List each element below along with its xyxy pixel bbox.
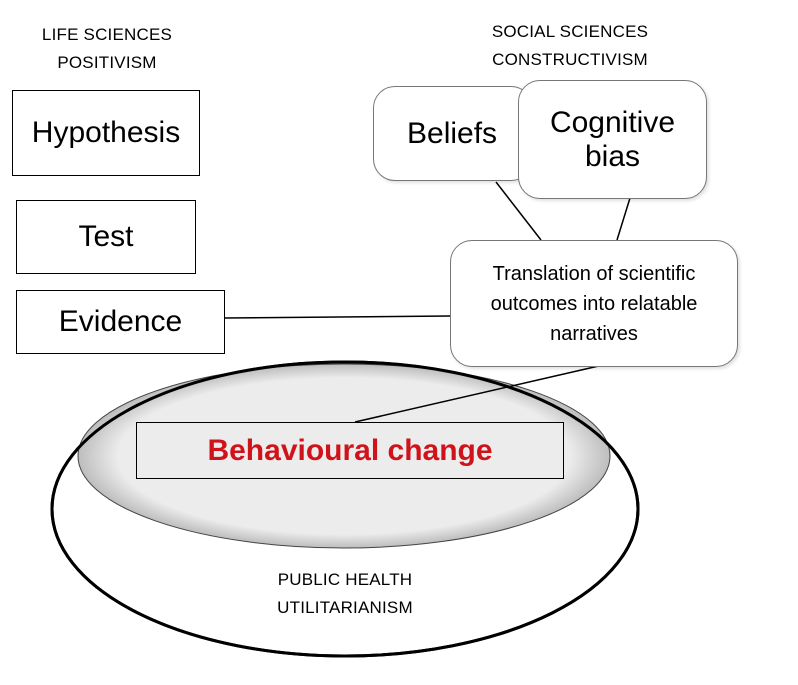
translation-box: Translation of scientific outcomes into … (450, 240, 738, 367)
evidence-connector (223, 315, 451, 319)
life-sciences-heading: LIFE SCIENCES POSITIVISM (7, 21, 207, 77)
translation-line: outcomes into relatable (490, 292, 698, 315)
public-health-heading: PUBLIC HEALTH UTILITARIANISM (235, 566, 455, 622)
cognitive-bias-box: Cognitive bias (518, 80, 707, 199)
hypothesis-label: Hypothesis (31, 116, 181, 149)
beliefs-label: Beliefs (407, 116, 498, 150)
public-health-ellipse-outline (50, 360, 640, 658)
test-label: Test (78, 220, 134, 253)
test-box: Test (16, 200, 196, 274)
translation-line: narratives (550, 322, 638, 345)
beliefs-box: Beliefs (373, 86, 533, 181)
translation-line: Translation of scientific (492, 262, 696, 285)
translation-connector (354, 364, 604, 423)
behavioural-change-box: Behavioural change (136, 422, 564, 479)
evidence-label: Evidence (58, 305, 183, 338)
beliefs-connector (495, 181, 542, 241)
social-sciences-label: SOCIAL SCIENCES (491, 22, 649, 41)
social-sciences-heading: SOCIAL SCIENCES CONSTRUCTIVISM (460, 18, 680, 74)
cognitive-bias-label: Cognitive bias (549, 105, 676, 173)
public-health-label: PUBLIC HEALTH (277, 570, 413, 589)
behavioural-change-label: Behavioural change (207, 433, 493, 467)
utilitarianism-label: UTILITARIANISM (277, 598, 413, 617)
constructivism-label: CONSTRUCTIVISM (492, 50, 648, 69)
life-sciences-label: LIFE SCIENCES (41, 25, 173, 44)
positivism-label: POSITIVISM (57, 53, 157, 72)
evidence-box: Evidence (16, 290, 225, 354)
hypothesis-box: Hypothesis (12, 90, 200, 176)
bias-connector (616, 197, 631, 241)
